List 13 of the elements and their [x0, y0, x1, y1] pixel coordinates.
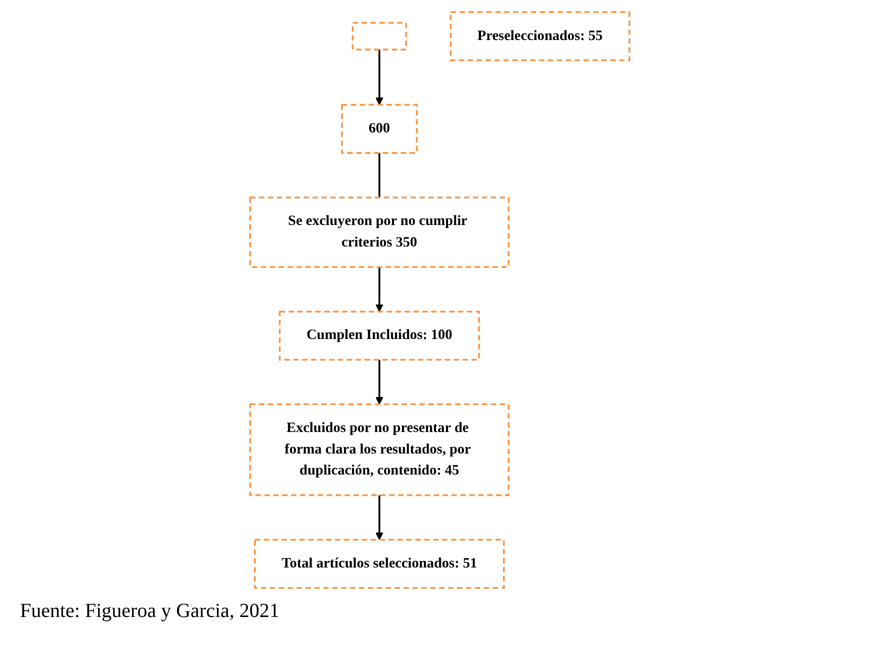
- arrow: [375, 360, 383, 405]
- node-box: [351, 22, 407, 50]
- node-box: Total artículos seleccionados: 51: [254, 538, 504, 589]
- node-box: Se excluyeron por no cumplir criterios 350: [248, 196, 510, 268]
- node-box: Excluidos por no presentar de forma clara los resultados, por duplicación, contenido: 45: [248, 403, 510, 496]
- connector: [378, 152, 380, 198]
- node-box: Preseleccionados: 55: [450, 11, 630, 62]
- arrow: [375, 50, 383, 106]
- arrow: [375, 495, 383, 540]
- source-note: Fuente: Figueroa y Garcia, 2021: [20, 600, 280, 623]
- node-box: Cumplen Incluidos: 100: [278, 310, 480, 361]
- node-box: 600: [340, 104, 418, 154]
- arrow: [375, 267, 383, 312]
